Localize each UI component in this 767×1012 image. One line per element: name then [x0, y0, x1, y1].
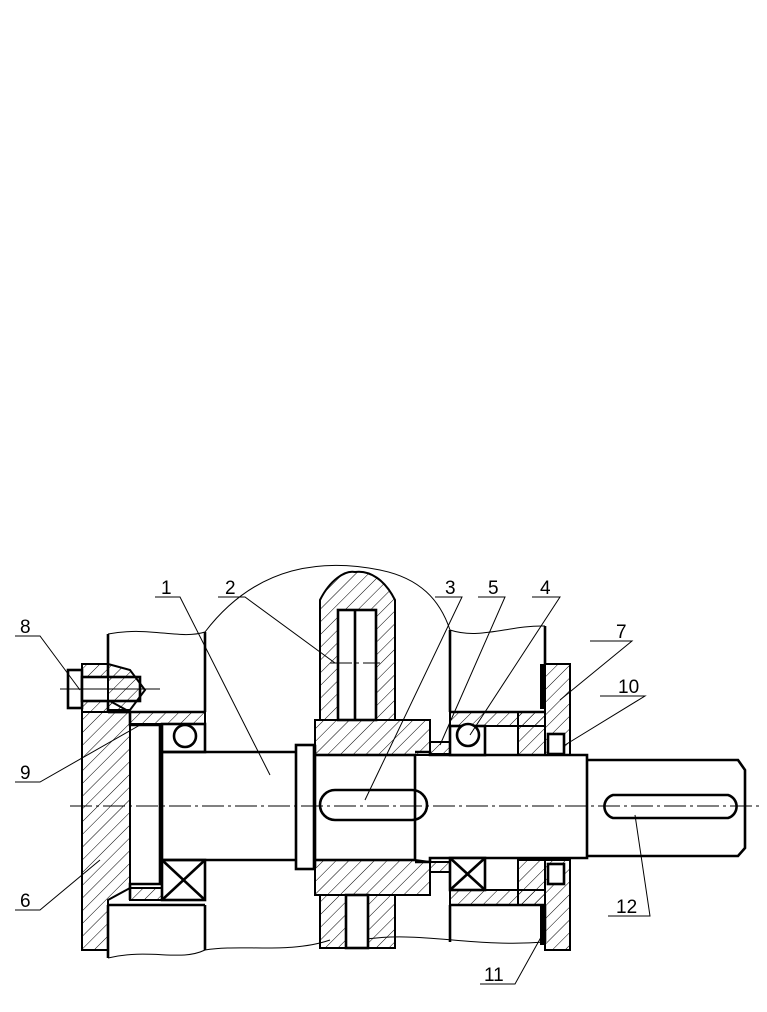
callout-8: 8 [20, 617, 31, 638]
callout-10: 10 [618, 677, 639, 698]
callout-labels: 1 2 3 5 4 7 10 8 9 6 12 11 [20, 578, 639, 986]
callout-11: 11 [484, 965, 504, 986]
shaft [160, 743, 747, 871]
callout-7: 7 [616, 622, 627, 643]
callout-12: 12 [616, 897, 637, 918]
gear-hub [313, 719, 431, 896]
callout-9: 9 [20, 763, 31, 784]
right-end-cover [517, 663, 571, 951]
bolt [60, 662, 160, 711]
callout-1: 1 [161, 578, 172, 599]
callout-3: 3 [445, 578, 456, 599]
spacer-ring [429, 741, 451, 873]
callout-6: 6 [20, 891, 31, 912]
callout-5: 5 [488, 578, 499, 599]
gasket [540, 664, 545, 945]
callout-4: 4 [540, 578, 551, 599]
leader-lines [15, 596, 651, 985]
gear-rim [319, 570, 396, 950]
callout-2: 2 [225, 578, 236, 599]
